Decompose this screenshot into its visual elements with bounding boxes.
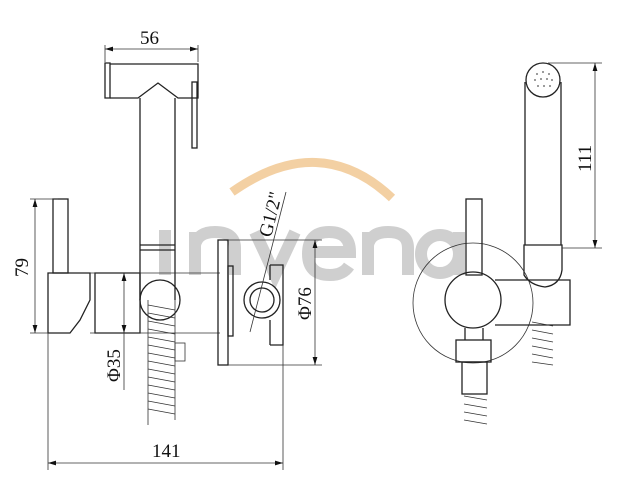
valve-body (47, 272, 91, 334)
dim-thread: G1/2" (255, 190, 286, 239)
head-front-plate (104, 62, 111, 99)
dim-flange-diameter: Φ76 (295, 287, 316, 320)
dim-body-diameter: Φ35 (104, 349, 125, 382)
front-view: 111 (412, 62, 602, 425)
connector-neck (464, 328, 484, 340)
valve-lever (52, 198, 69, 274)
connector-stem (461, 361, 488, 395)
dim-lines-right (548, 62, 602, 249)
dim-lever-height: 79 (12, 258, 33, 277)
shower-head (525, 62, 561, 98)
fitting-ring (243, 281, 281, 319)
dim-head-width: 56 (140, 28, 159, 49)
dim-lines (30, 45, 322, 470)
wall-rosette (412, 242, 534, 364)
trigger-lever (191, 81, 198, 149)
valve-ball (444, 271, 502, 329)
nozzle-holes (534, 71, 553, 87)
fitting-inner (249, 287, 275, 313)
wall-flange (217, 239, 229, 366)
connector-nut (455, 339, 492, 363)
watermark-arc (229, 158, 396, 202)
handle-collar (139, 244, 176, 300)
holder-arm (495, 279, 571, 326)
handset-collar (523, 244, 563, 288)
front-lever (465, 198, 483, 276)
hose-holder (139, 279, 181, 321)
body-lines (90, 272, 220, 334)
handset-tube (524, 82, 562, 245)
dim-total-length: 141 (152, 441, 181, 462)
valve-block (94, 272, 141, 334)
watermark-logo (159, 158, 465, 290)
flange-plate (227, 265, 234, 337)
dim-handset-length: 111 (575, 145, 596, 172)
handle-tube (139, 98, 176, 245)
fitting-bracket (269, 264, 284, 346)
hose (147, 300, 186, 425)
front-hose (463, 321, 554, 425)
side-view: 56 79 Φ35 G1/2" Φ76 141 (12, 28, 322, 470)
spray-head (110, 63, 199, 99)
watermark-lettering (159, 225, 465, 290)
